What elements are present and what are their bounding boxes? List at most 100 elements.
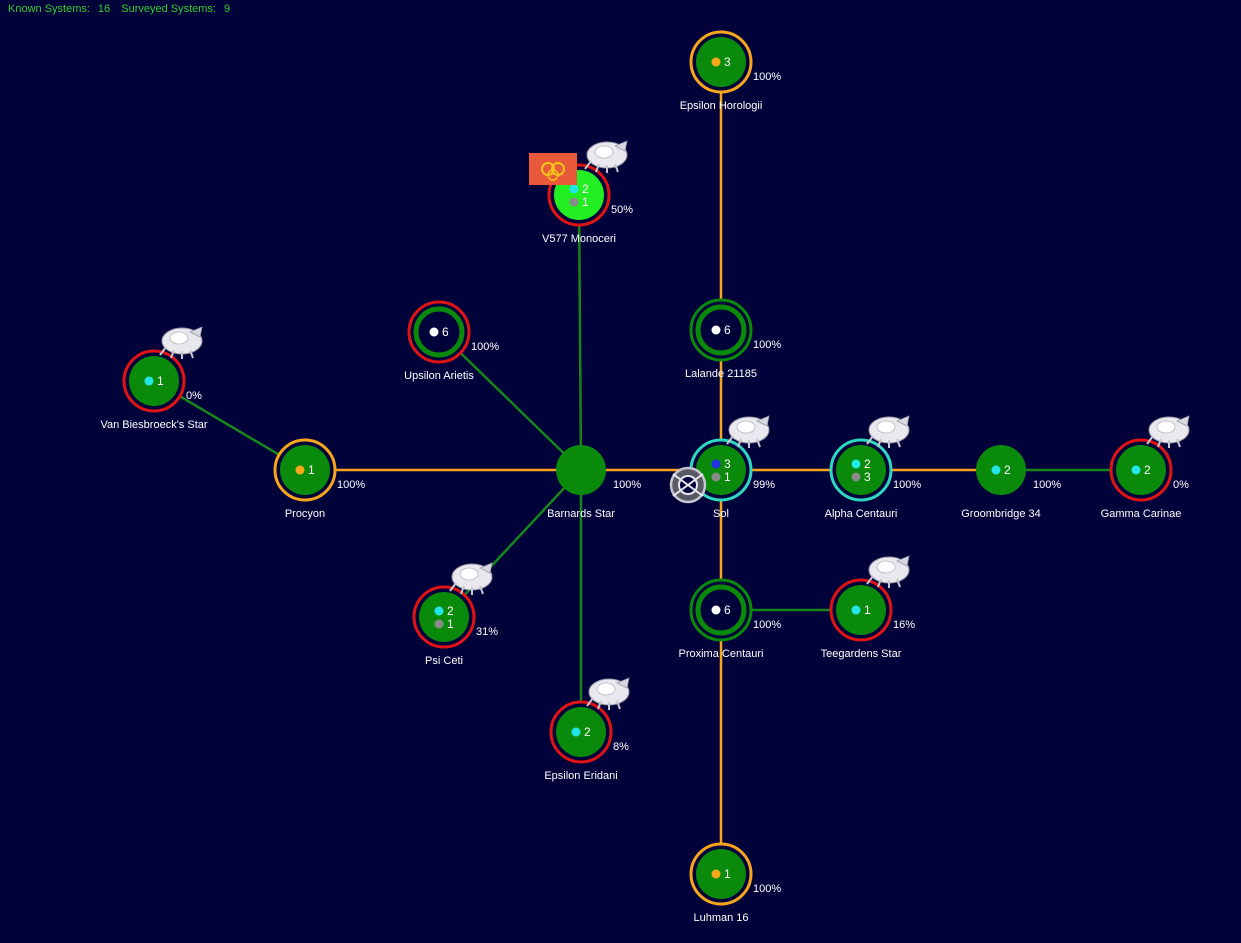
system-name: Procyon bbox=[285, 508, 325, 520]
survey-percentage: 100% bbox=[753, 339, 781, 351]
body-gray-dot-icon bbox=[851, 472, 861, 482]
body-count: 2 bbox=[447, 604, 454, 618]
body-count: 3 bbox=[724, 457, 731, 471]
system-gamma-carinae[interactable]: 2 0% Gamma Carinae bbox=[1101, 415, 1190, 520]
body-white-dot-icon bbox=[711, 605, 721, 615]
jump-link-barnards-star-v577-monoceri bbox=[577, 194, 583, 471]
faction-flag-icon bbox=[529, 153, 577, 185]
survey-percentage: 31% bbox=[476, 626, 498, 638]
body-count: 6 bbox=[442, 325, 449, 339]
system-name: Barnards Star bbox=[547, 508, 615, 520]
system-disc bbox=[976, 445, 1026, 495]
body-count: 2 bbox=[864, 457, 871, 471]
survey-percentage: 8% bbox=[613, 741, 629, 753]
survey-percentage: 16% bbox=[893, 619, 915, 631]
body-count: 1 bbox=[864, 603, 871, 617]
system-disc bbox=[280, 445, 330, 495]
system-name: Epsilon Horologii bbox=[680, 100, 763, 112]
survey-percentage: 100% bbox=[613, 479, 641, 491]
system-name: Luhman 16 bbox=[693, 912, 748, 924]
body-count: 2 bbox=[584, 725, 591, 739]
survey-percentage: 100% bbox=[753, 619, 781, 631]
body-count: 1 bbox=[308, 463, 315, 477]
system-barnards-star[interactable]: 100% Barnards Star bbox=[547, 445, 641, 520]
system-epsilon-eridani[interactable]: 2 8% Epsilon Eridani bbox=[544, 677, 630, 782]
known-systems-count: 16 bbox=[97, 3, 111, 15]
body-cyan-dot-icon bbox=[851, 605, 861, 615]
system-alpha-centauri[interactable]: 23 100% Alpha Centauri bbox=[825, 415, 922, 520]
system-name: Groombridge 34 bbox=[961, 508, 1041, 520]
body-gray-dot-icon bbox=[711, 472, 721, 482]
system-name: Teegardens Star bbox=[821, 648, 902, 660]
survey-percentage: 50% bbox=[611, 204, 633, 216]
status-bar: Known Systems:16 Surveyed Systems:9 bbox=[8, 3, 238, 15]
known-systems-label: Known Systems: bbox=[8, 3, 90, 15]
system-teegardens-star[interactable]: 1 16% Teegardens Star bbox=[821, 555, 916, 660]
body-gray-dot-icon bbox=[569, 197, 579, 207]
system-name: Psi Ceti bbox=[425, 655, 463, 667]
survey-percentage: 100% bbox=[753, 71, 781, 83]
system-disc bbox=[419, 592, 469, 642]
jump-link-barnards-star-upsilon-arietis bbox=[438, 331, 582, 471]
system-disc bbox=[1116, 445, 1166, 495]
survey-percentage: 100% bbox=[471, 341, 499, 353]
body-cyan-dot-icon bbox=[851, 459, 861, 469]
body-cyan-dot-icon bbox=[569, 184, 579, 194]
survey-percentage: 0% bbox=[1173, 479, 1189, 491]
system-van-biesbroecks-star[interactable]: 10%Van Biesbroeck's Star bbox=[100, 326, 208, 431]
body-blue-dot-icon bbox=[711, 459, 721, 469]
body-count: 1 bbox=[157, 374, 164, 388]
space-station-icon[interactable] bbox=[669, 466, 707, 504]
system-name: V577 Monoceri bbox=[542, 233, 616, 245]
body-cyan-dot-icon bbox=[991, 465, 1001, 475]
system-name: Sol bbox=[713, 508, 729, 520]
system-name: Gamma Carinae bbox=[1101, 508, 1182, 520]
system-name: Upsilon Arietis bbox=[404, 370, 474, 382]
body-count: 6 bbox=[724, 323, 731, 337]
survey-percentage: 0% bbox=[186, 390, 202, 402]
survey-percentage: 100% bbox=[1033, 479, 1061, 491]
body-count: 2 bbox=[1144, 463, 1151, 477]
surveyed-systems-label: Surveyed Systems: bbox=[121, 3, 216, 15]
system-disc bbox=[556, 445, 606, 495]
system-name: Epsilon Eridani bbox=[544, 770, 617, 782]
system-name: Lalande 21185 bbox=[685, 368, 757, 380]
system-psi-ceti[interactable]: 21 31% Psi Ceti bbox=[412, 562, 498, 667]
system-upsilon-arietis[interactable]: 6 100% Upsilon Arietis bbox=[404, 300, 499, 382]
system-disc bbox=[696, 37, 746, 87]
system-disc bbox=[413, 306, 465, 358]
body-count: 3 bbox=[864, 470, 871, 484]
system-disc bbox=[836, 585, 886, 635]
system-disc bbox=[696, 849, 746, 899]
survey-percentage: 100% bbox=[893, 479, 921, 491]
body-count: 1 bbox=[582, 195, 589, 209]
body-orange-dot-icon bbox=[711, 57, 721, 67]
system-disc bbox=[695, 584, 747, 636]
system-lalande-21185[interactable]: 6 100% Lalande 21185 bbox=[685, 298, 781, 380]
system-proxima-centauri[interactable]: 6 100% Proxima Centauri bbox=[679, 578, 782, 660]
body-count: 1 bbox=[447, 617, 454, 631]
system-v577-monoceri[interactable]: 21 50% V577 Monoceri bbox=[529, 140, 633, 245]
survey-percentage: 100% bbox=[337, 479, 365, 491]
system-procyon[interactable]: 1 100% Procyon bbox=[273, 438, 365, 520]
body-count: 6 bbox=[724, 603, 731, 617]
system-disc bbox=[129, 356, 179, 406]
body-count: 2 bbox=[582, 182, 589, 196]
body-orange-dot-icon bbox=[295, 465, 305, 475]
system-disc bbox=[695, 304, 747, 356]
body-orange-dot-icon bbox=[711, 869, 721, 879]
system-name: Alpha Centauri bbox=[825, 508, 898, 520]
system-disc bbox=[696, 445, 746, 495]
system-disc bbox=[556, 707, 606, 757]
jump-link-barnards-star-psi-ceti bbox=[443, 469, 582, 618]
system-name: Proxima Centauri bbox=[679, 648, 764, 660]
body-count: 1 bbox=[724, 867, 731, 881]
survey-percentage: 99% bbox=[753, 479, 775, 491]
body-cyan-dot-icon bbox=[1131, 465, 1141, 475]
